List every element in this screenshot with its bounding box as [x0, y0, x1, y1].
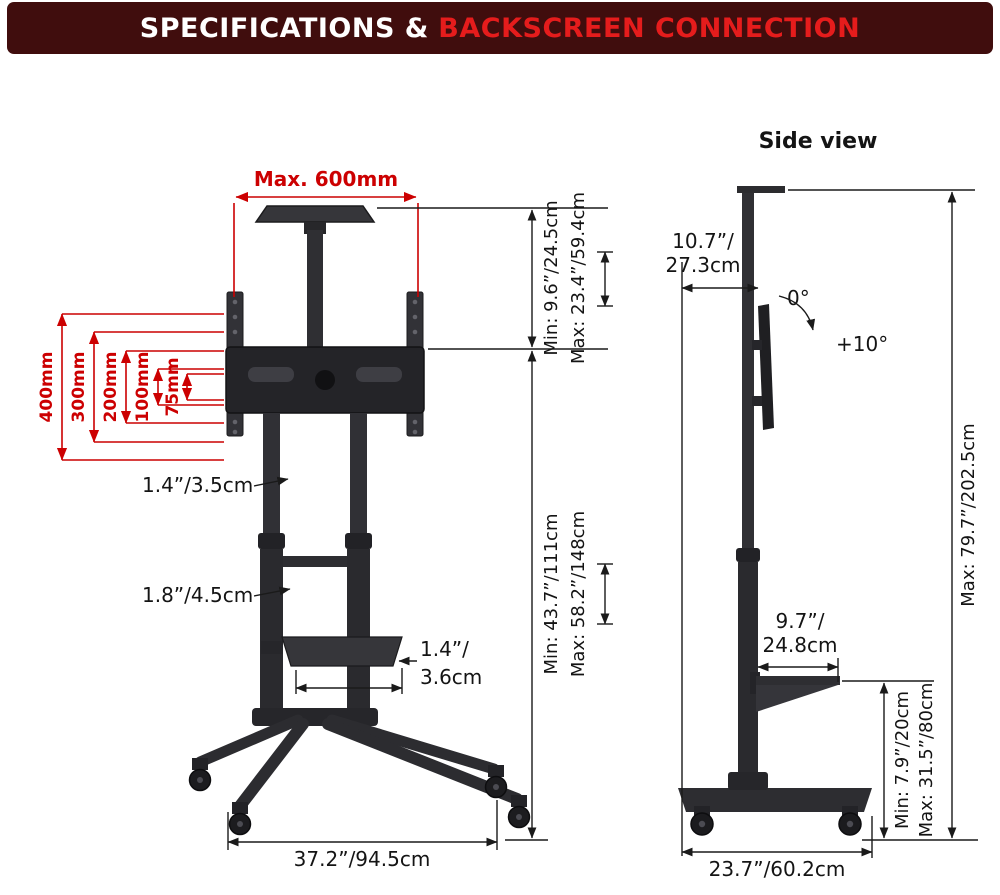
dim-label-shelf-depth-1: 9.7”/ — [776, 609, 825, 633]
vesa-label-200mm: 200mm — [101, 352, 121, 423]
tilt-zero-label: 0° — [787, 286, 810, 310]
dim-label-base-depth: 23.7”/60.2cm — [709, 857, 846, 881]
side-view-stand — [678, 186, 872, 836]
front-view: Max. 600mm 400mm 300mm 200mm 100mm 75mm … — [37, 167, 613, 871]
tilt-plus-label: +10° — [836, 332, 888, 356]
dim-label-shelf-depth-2: 24.8cm — [762, 633, 837, 657]
caster-wheel — [507, 795, 531, 829]
top-shelf-side — [737, 186, 785, 193]
caster-wheel — [484, 765, 508, 799]
dim-label-upper-min: Min: 9.6”/24.5cm — [541, 200, 562, 355]
pole-lower-left — [260, 549, 283, 717]
front-view-stand — [188, 205, 531, 836]
crossbar — [283, 556, 347, 567]
bracket-arm-lower — [752, 396, 762, 406]
dim-label-shelf-thickness-2: 3.6cm — [420, 665, 482, 689]
middle-shelf — [281, 636, 403, 667]
top-pole — [307, 230, 323, 352]
top-shelf — [254, 205, 376, 223]
base-leg — [194, 714, 304, 768]
vesa-label-400mm: 400mm — [37, 352, 57, 423]
pole-upper-right — [350, 413, 367, 540]
dim-label-shelf-thickness-1: 1.4”/ — [420, 637, 469, 661]
bracket-slot-left — [248, 367, 294, 382]
dim-label-shelf-height-min: Min: 7.9”/20cm — [892, 691, 913, 829]
pole-upper-side — [742, 193, 754, 553]
base-leg — [326, 714, 500, 775]
dim-label-depth-1: 10.7”/ — [672, 229, 734, 253]
side-view: Side view 1 — [665, 129, 979, 881]
tilt-arc — [778, 295, 816, 331]
caster-wheel — [188, 758, 212, 792]
dim-label-depth-2: 27.3cm — [665, 253, 740, 277]
tv-bracket-side — [758, 304, 774, 430]
pole-collar-left — [258, 533, 285, 549]
front-dimensions-red: Max. 600mm 400mm 300mm 200mm 100mm 75mm — [37, 167, 419, 461]
base-side — [678, 788, 872, 812]
pole-collar-right — [345, 533, 372, 549]
shelf-gusset — [756, 685, 838, 712]
header-bar: SPECIFICATIONS & BACKSCREEN CONNECTION — [7, 2, 993, 54]
vesa-label-300mm: 300mm — [69, 352, 89, 423]
dim-label-pole-lower: 1.8”/4.5cm — [142, 583, 253, 607]
base-hub-side — [728, 772, 768, 790]
header-title-red: BACKSCREEN CONNECTION — [438, 12, 861, 44]
vesa-rail-holes — [232, 299, 418, 435]
dim-label-base-width: 37.2”/94.5cm — [294, 847, 431, 871]
shelf-clamp-left — [261, 641, 283, 654]
dim-label-height-min: Min: 43.7”/111cm — [541, 514, 562, 675]
dim-label-total-height: Max: 79.7”/202.5cm — [958, 423, 979, 606]
pole-lower-side — [738, 562, 758, 784]
shelf-clamp-side — [750, 672, 760, 694]
middle-shelf-side — [756, 676, 840, 685]
dim-label-shelf-height-max: Max: 31.5”/80cm — [916, 683, 937, 838]
dim-label-upper-max: Max: 23.4”/59.4cm — [568, 192, 589, 364]
dim-label-pole-upper: 1.4”/3.5cm — [142, 473, 253, 497]
dim-label-height-max: Max: 58.2”/148cm — [568, 511, 589, 677]
bracket-slot-right — [356, 367, 402, 382]
vesa-label-75mm: 75mm — [163, 357, 183, 416]
front-dimensions-black: 1.4”/3.5cm 1.8”/4.5cm 1.4”/ 3.6cm Min: 9… — [142, 192, 613, 871]
bracket-arm-upper — [752, 340, 762, 350]
vesa-label-100mm: 100mm — [133, 352, 153, 423]
pole-collar-side — [736, 548, 760, 562]
pole-upper-left — [263, 413, 280, 540]
base-leg — [234, 718, 309, 812]
header-title-white: SPECIFICATIONS & — [139, 12, 429, 44]
pole-lower-right — [347, 549, 370, 717]
side-view-title: Side view — [759, 129, 878, 154]
side-dimensions: 10.7”/ 27.3cm 0° +10° 9.7”/ 24.8cm 23.7”… — [665, 189, 979, 881]
caster-wheel — [690, 806, 714, 836]
bracket-center-hole — [315, 370, 335, 390]
caster-wheel — [228, 802, 252, 836]
caster-wheel — [838, 806, 862, 836]
dim-label-max-width: Max. 600mm — [254, 167, 398, 191]
